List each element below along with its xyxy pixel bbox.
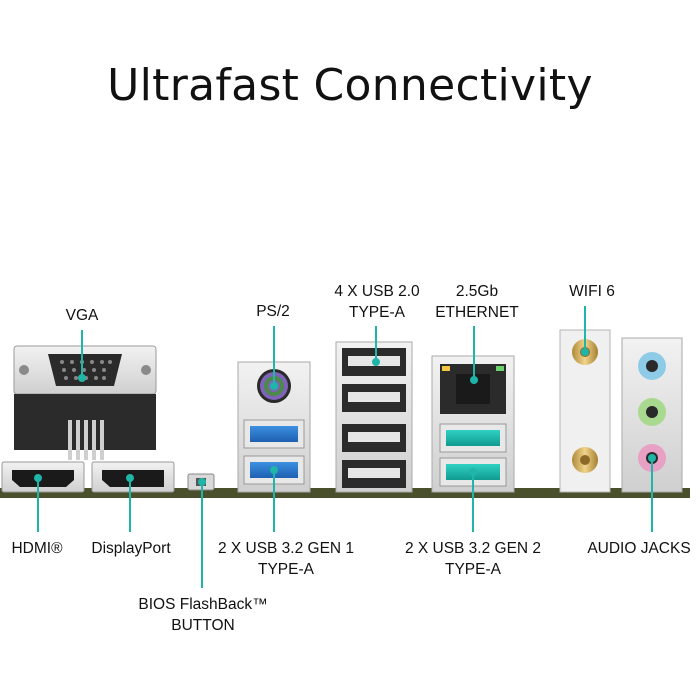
ps2-callout-dot — [270, 382, 278, 390]
bios-callout-dot — [198, 478, 206, 486]
bios-label: BIOS FlashBack™ BUTTON — [128, 594, 278, 636]
usb32g2-label-line2: TYPE-A — [445, 561, 501, 578]
usb20-label: 4 X USB 2.0 TYPE-A — [318, 281, 436, 323]
usb20-label-line2: TYPE-A — [349, 304, 405, 321]
displayport-label: DisplayPort — [91, 540, 171, 557]
ps2-label: PS/2 — [256, 303, 290, 320]
hdmi-callout-dot — [34, 474, 42, 482]
hdmi-label: HDMI® — [11, 540, 63, 557]
usb32g2-label-line1: 2 X USB 3.2 GEN 2 — [404, 540, 542, 557]
audio-jack-icon — [621, 337, 683, 493]
usb20-label-line1: 4 X USB 2.0 — [334, 283, 420, 300]
wifi-antenna-icon — [559, 329, 611, 493]
vga-port-icon — [13, 345, 157, 460]
usb32g2-label: 2 X USB 3.2 GEN 2 TYPE-A — [388, 538, 558, 580]
audio-callout-dot — [648, 454, 656, 462]
usb32g1-callout-dot — [270, 466, 278, 474]
ethernet-label: 2.5Gb ETHERNET — [425, 281, 529, 323]
wifi-callout-dot — [581, 348, 589, 356]
bios-label-line1: BIOS FlashBack™ — [138, 596, 268, 613]
displayport-callout-dot — [126, 474, 134, 482]
usb32g1-label-line1: 2 X USB 3.2 GEN 1 — [217, 540, 355, 557]
audio-label: AUDIO JACKS — [587, 540, 691, 557]
vga-callout-dot — [78, 374, 86, 382]
bios-label-line2: BUTTON — [171, 617, 235, 634]
usb32g2-callout-dot — [469, 468, 477, 476]
ethernet-label-line2: ETHERNET — [435, 304, 519, 321]
usb32g1-label: 2 X USB 3.2 GEN 1 TYPE-A — [206, 538, 366, 580]
usb20-callout-dot — [372, 358, 380, 366]
usb-port-icon — [243, 419, 305, 485]
ethernet-label-line1: 2.5Gb — [455, 283, 499, 300]
motherboard-edge — [0, 488, 690, 498]
page-title: Ultrafast Connectivity — [107, 60, 593, 111]
wifi-label: WIFI 6 — [569, 283, 615, 300]
hdmi-port-icon — [1, 461, 85, 493]
vga-label: VGA — [65, 307, 99, 324]
usb32g1-label-line2: TYPE-A — [258, 561, 314, 578]
ethernet-callout-dot — [470, 376, 478, 384]
